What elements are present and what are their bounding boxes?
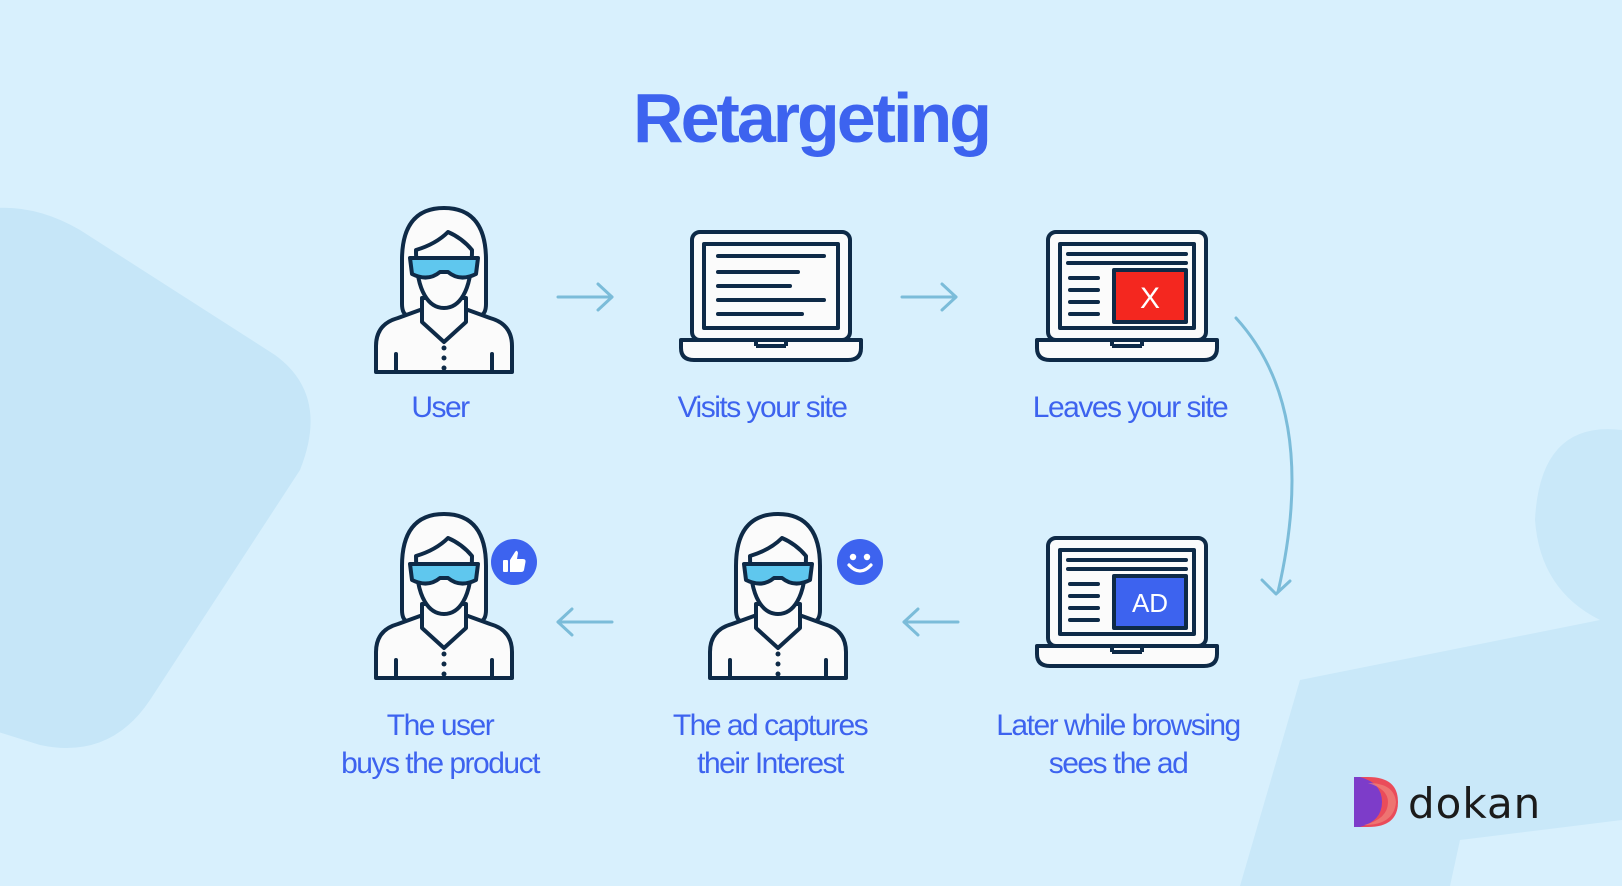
brand-name: dokan — [1408, 779, 1542, 828]
page-title: Retargeting — [633, 79, 992, 157]
arrow-right-1 — [556, 282, 614, 312]
laptop-ad-icon: AD — [1035, 536, 1219, 668]
smiley-icon — [837, 539, 883, 585]
leave-badge-text: X — [1140, 282, 1160, 315]
laptop-site-icon — [679, 230, 863, 362]
step-label-sees-ad: Later while browsing sees the ad — [996, 709, 1241, 780]
dokan-logo-icon — [1354, 777, 1398, 827]
thumbs-up-icon — [491, 539, 537, 585]
ad-badge-text: AD — [1132, 588, 1168, 618]
user-figure — [374, 206, 514, 374]
user-figure — [374, 512, 514, 680]
arrow-left-2 — [556, 607, 614, 637]
step-label-leaves: Leaves your site — [1032, 391, 1229, 424]
arrow-right-2 — [900, 282, 958, 312]
user-figure — [708, 512, 848, 680]
step-label-user: User — [411, 391, 470, 424]
brand-logo: dokan — [1352, 775, 1542, 831]
bg-shape-right — [1240, 429, 1622, 886]
step-label-buys: The user buys the product — [341, 709, 540, 780]
step-label-captures: The ad captures their Interest — [672, 709, 869, 780]
step-label-visits: Visits your site — [677, 391, 848, 424]
bg-shape-left — [0, 207, 311, 748]
arrow-left-1 — [902, 607, 960, 637]
arrow-curved-down — [1234, 316, 1294, 596]
laptop-leave-icon: X — [1035, 230, 1219, 362]
